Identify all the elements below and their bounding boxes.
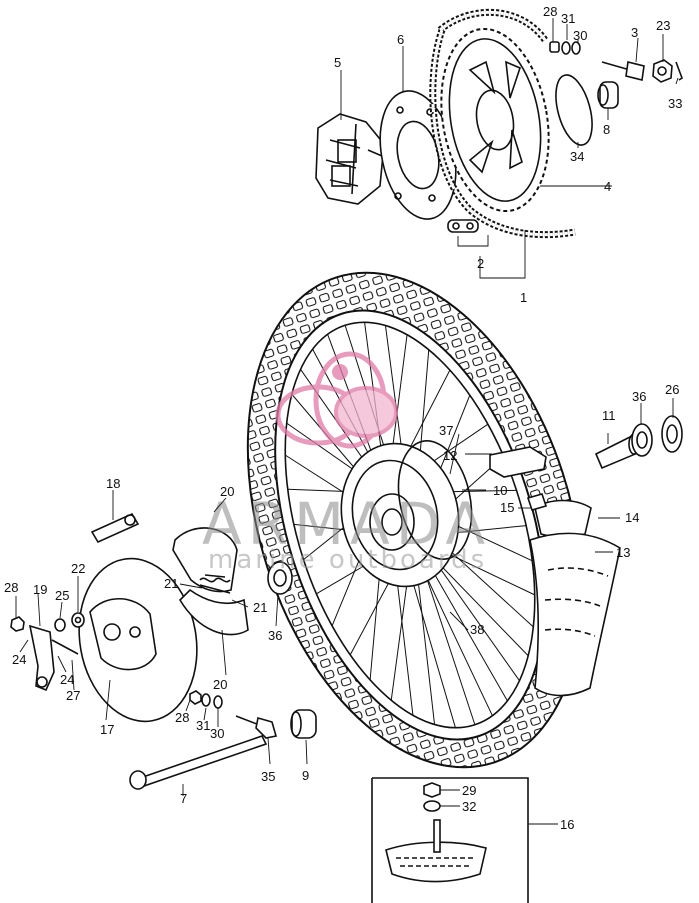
part-label-22: 22 [71, 561, 85, 576]
part-label-14: 14 [625, 510, 639, 525]
part-label-6: 6 [397, 32, 404, 47]
part-label-33: 33 [668, 96, 682, 111]
part-label-36-left: 36 [268, 628, 282, 643]
driven-sprocket [440, 27, 550, 213]
part-label-29: 29 [462, 783, 476, 798]
part-label-37: 37 [439, 423, 453, 438]
brake-panel [78, 557, 198, 723]
part-label-31-top: 31 [561, 11, 575, 26]
wear-indicator-plate [54, 618, 66, 632]
part-label-23: 23 [656, 18, 670, 33]
left-side-collar [267, 561, 293, 595]
part-label-27: 27 [66, 688, 80, 703]
part-label-11: 11 [602, 408, 616, 423]
part-number-labels: 1 2 3 4 5 6 7 8 9 10 11 12 13 14 15 16 1… [4, 4, 682, 832]
part-label-9: 9 [302, 768, 309, 783]
brake-cam [90, 512, 140, 544]
part-label-3: 3 [631, 25, 638, 40]
chain-adjuster [235, 715, 278, 739]
part-label-4: 4 [604, 179, 611, 194]
armada-watermark: ARMADA marine outboards [202, 351, 491, 575]
armada-logo-icon [275, 351, 398, 449]
part-label-8: 8 [603, 122, 610, 137]
brake-arm-bolt [51, 639, 79, 655]
part-label-5: 5 [334, 55, 341, 70]
circlip [555, 74, 593, 146]
part-label-36-right: 36 [632, 389, 646, 404]
sprocket-collar [597, 81, 619, 109]
part-label-28-left: 28 [4, 580, 18, 595]
part-label-1: 1 [520, 290, 527, 305]
oil-seal [661, 415, 683, 453]
rim-lock-nut [423, 782, 441, 798]
sprocket-nut-washers [549, 41, 581, 55]
part-label-28-top: 28 [543, 4, 557, 19]
bearing [631, 423, 653, 457]
chain-master-link [447, 219, 479, 233]
rear-wheel-assembly [246, 271, 584, 769]
rim-lock [385, 819, 487, 883]
brake-panel-nuts [189, 690, 223, 709]
part-label-24-left: 24 [12, 652, 26, 667]
part-label-21-left: 21 [164, 576, 178, 591]
part-label-20-top: 20 [220, 484, 234, 499]
part-label-24-right: 24 [60, 672, 74, 687]
final-driven-flange-group [315, 8, 683, 239]
part-label-28-bottom: 28 [175, 710, 189, 725]
part-label-20-bottom: 20 [213, 677, 227, 692]
part-label-30-top: 30 [573, 28, 587, 43]
right-axle-parts [267, 415, 683, 697]
part-label-34: 34 [570, 149, 584, 164]
chain-case-bracket [489, 446, 547, 478]
sprocket-stud-bolt [601, 61, 645, 81]
part-label-7: 7 [180, 791, 187, 806]
leader-lines [15, 18, 679, 825]
brake-shoes [172, 527, 249, 636]
part-label-19: 19 [33, 582, 47, 597]
part-label-18: 18 [106, 476, 120, 491]
mud-guard [529, 532, 621, 697]
brake-arm-washer [10, 616, 25, 632]
part-label-32: 32 [462, 799, 476, 814]
part-label-35: 35 [261, 769, 275, 784]
part-label-13: 13 [616, 545, 630, 560]
rim-band-box [371, 777, 529, 903]
rear-hub [340, 440, 473, 588]
axle-distance-collar [290, 709, 317, 739]
brake-arm [28, 624, 55, 692]
rear-brake-group [10, 512, 317, 790]
cotter-pin [675, 61, 683, 81]
axle-nut [652, 59, 673, 83]
brake-arm-nut [71, 612, 85, 628]
rear-axle [129, 735, 268, 790]
watermark-title: ARMADA [202, 490, 491, 558]
part-label-31-bottom: 31 [196, 718, 210, 733]
part-label-21-right: 21 [253, 600, 267, 615]
part-label-12: 12 [443, 448, 457, 463]
part-label-30-bottom: 30 [210, 726, 224, 741]
part-label-25: 25 [55, 588, 69, 603]
part-label-17: 17 [100, 722, 114, 737]
rim-lock-washer [423, 800, 441, 812]
part-label-15: 15 [500, 500, 514, 515]
part-label-38: 38 [470, 622, 484, 637]
wheel-damper-rubber [315, 113, 385, 205]
part-label-2: 2 [477, 256, 484, 271]
part-label-16: 16 [560, 817, 574, 832]
part-label-10: 10 [493, 483, 507, 498]
watermark-subtitle: marine outboards [208, 545, 487, 575]
part-label-26: 26 [665, 382, 679, 397]
